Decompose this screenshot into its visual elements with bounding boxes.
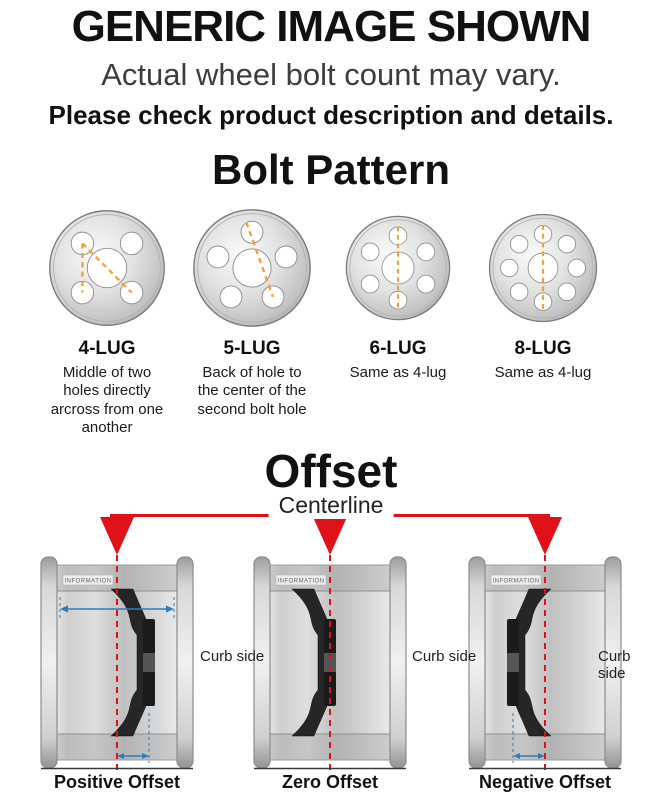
page-title: GENERIC IMAGE SHOWN (71, 2, 592, 51)
zero-offset-label: Zero Offset (281, 772, 378, 792)
positive-offset-label: Positive Offset (53, 772, 181, 792)
lug-column-4: 4-LUG Middle of two holes directly arcro… (32, 204, 182, 437)
negative-offset-label: Negative Offset (478, 772, 612, 792)
centerline-arrow-positive (100, 517, 134, 555)
lug-label-6: 6-LUG (369, 338, 427, 359)
lug-label-4: 4-LUG (78, 338, 136, 359)
4-lug-wheel-icon (32, 204, 182, 332)
lug-column-6: 6-LUG Same as 4-lug (323, 204, 473, 382)
curb-side-label-2: Curb side (412, 648, 477, 665)
8-lug-wheel-icon (468, 204, 618, 332)
centerline-arrow-negative (528, 517, 562, 555)
rim-info-text: INFORMATION (277, 579, 324, 585)
lug-label-8: 8-LUG (514, 338, 572, 359)
zero-offset-wheel-diagram: INFORMATION (252, 555, 408, 775)
negative-offset-wheel-diagram: INFORMATION (467, 555, 623, 775)
page-subtitle: Actual wheel bolt count may vary. (101, 57, 561, 92)
curb-side-label-1: Curb side (200, 648, 265, 665)
lug-label-5: 5-LUG (223, 338, 281, 359)
lug-caption-4: Middle of two holes directly arcross fro… (50, 364, 164, 436)
bolt-pattern-title: Bolt Pattern (211, 146, 450, 193)
positive-offset-wheel-diagram: INFORMATION (39, 555, 195, 775)
curb-side-label-3: Curb side (598, 648, 631, 682)
centerline-label: Centerline (268, 492, 394, 519)
lug-caption-5: Back of hole to the center of the second… (197, 364, 307, 418)
rim-info-text: INFORMATION (492, 579, 539, 585)
lug-caption-8: Same as 4-lug (494, 364, 592, 381)
lug-column-5: 5-LUG Back of hole to the center of the … (177, 204, 327, 419)
6-lug-wheel-icon (323, 204, 473, 332)
offset-title: Offset (264, 445, 398, 497)
centerline-arrow-zero (313, 517, 347, 555)
lug-caption-6: Same as 4-lug (349, 364, 447, 381)
5-lug-wheel-icon (177, 204, 327, 332)
rim-info-text: INFORMATION (64, 579, 111, 585)
page-note: Please check product description and det… (48, 100, 614, 130)
lug-column-8: 8-LUG Same as 4-lug (468, 204, 618, 382)
